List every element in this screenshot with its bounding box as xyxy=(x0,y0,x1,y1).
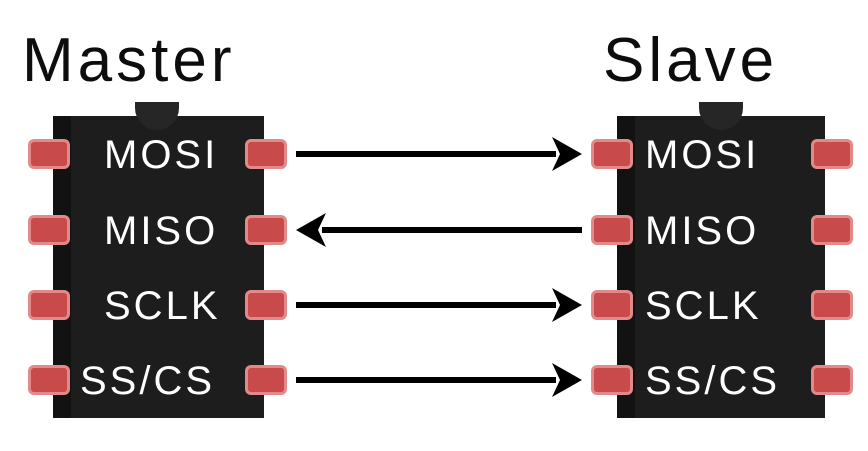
slave-left-pin-2 xyxy=(594,218,630,242)
master-left-pin-3 xyxy=(31,293,67,317)
slave-right-pin-4 xyxy=(814,368,850,392)
master-left-pin-1 xyxy=(31,142,67,166)
master-right-pin-2 xyxy=(248,218,284,242)
master-title: Master xyxy=(22,26,236,95)
slave-left-pin-3 xyxy=(594,293,630,317)
master-chip-shade xyxy=(53,116,71,418)
master-pin-label-sclk: SCLK xyxy=(104,284,221,328)
arrow-miso-head xyxy=(296,213,326,247)
slave-left-pin-1 xyxy=(594,142,630,166)
slave-right-pin-3 xyxy=(814,293,850,317)
slave-chip-shade xyxy=(617,116,635,418)
master-chip xyxy=(53,102,264,418)
slave-pin-label-sscs: SS/CS xyxy=(645,359,781,403)
master-right-pin-1 xyxy=(248,142,284,166)
slave-right-pin-1 xyxy=(814,142,850,166)
arrow-sscs-head xyxy=(552,363,582,397)
slave-left-pin-4 xyxy=(594,368,630,392)
master-left-pin-4 xyxy=(31,368,67,392)
master-pin-label-sscs: SS/CS xyxy=(80,359,216,403)
slave-right-pin-2 xyxy=(814,218,850,242)
arrow-sclk-head xyxy=(552,288,582,322)
master-right-pin-4 xyxy=(248,368,284,392)
master-left-pin-2 xyxy=(31,218,67,242)
slave-chip xyxy=(617,102,825,418)
slave-title: Slave xyxy=(603,26,779,95)
master-pin-label-miso: MISO xyxy=(104,209,219,253)
slave-pin-label-miso: MISO xyxy=(645,209,760,253)
master-right-pin-3 xyxy=(248,293,284,317)
slave-pin-label-sclk: SCLK xyxy=(645,284,762,328)
slave-pin-label-mosi: MOSI xyxy=(645,133,760,177)
arrow-mosi-head xyxy=(552,137,582,171)
master-pin-label-mosi: MOSI xyxy=(104,133,219,177)
